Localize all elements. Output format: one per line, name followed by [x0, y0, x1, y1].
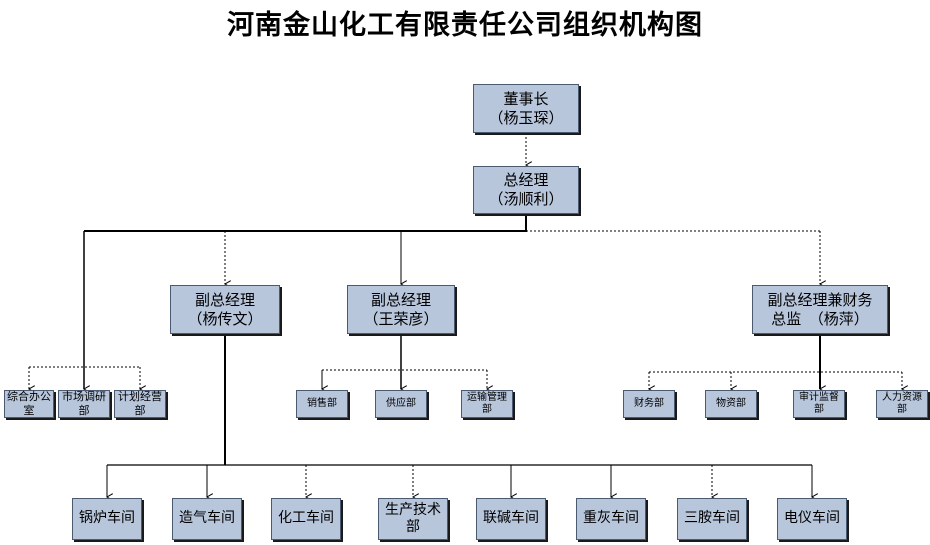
node-boiler-workshop: 锅炉车间	[72, 498, 142, 540]
node-heavy-ash-workshop: 重灰车间	[576, 498, 646, 540]
node-vp-yang-chuanwen: 副总经理 （杨传文）	[170, 285, 280, 334]
node-general-office: 综合办公 室	[4, 390, 54, 418]
node-soda-workshop: 联碱车间	[476, 498, 546, 540]
chart-title: 河南金山化工有限责任公司组织机构图	[227, 10, 703, 41]
node-general-manager: 总经理 （汤顺利）	[473, 166, 579, 214]
node-planning-operations: 计划经营 部	[114, 390, 166, 418]
edge-gm-trunk	[84, 214, 527, 232]
node-melamine-workshop: 三胺车间	[677, 498, 747, 540]
node-market-research: 市场调研 部	[58, 390, 110, 418]
node-sales: 销售部	[296, 390, 348, 418]
node-chairman: 董事长 （杨玉琛）	[473, 84, 579, 133]
node-gasification-workshop: 造气车间	[172, 498, 242, 540]
node-vp-cfo-yang-ping: 副总经理兼财务 总监 （杨萍）	[752, 285, 888, 334]
node-supply: 供应部	[375, 390, 427, 418]
node-audit: 审计监督 部	[793, 390, 845, 418]
node-transport: 运输管理 部	[461, 390, 513, 418]
node-human-resources: 人力资源 部	[876, 390, 928, 418]
node-finance: 财务部	[623, 390, 675, 418]
node-materials: 物资部	[705, 390, 757, 418]
node-production-tech: 生产技术 部	[378, 498, 448, 540]
node-chemical-workshop: 化工车间	[271, 498, 341, 540]
node-vp-wang-rongyan: 副总经理 （王荣彦）	[347, 285, 455, 334]
node-electrical-workshop: 电仪车间	[777, 498, 847, 540]
